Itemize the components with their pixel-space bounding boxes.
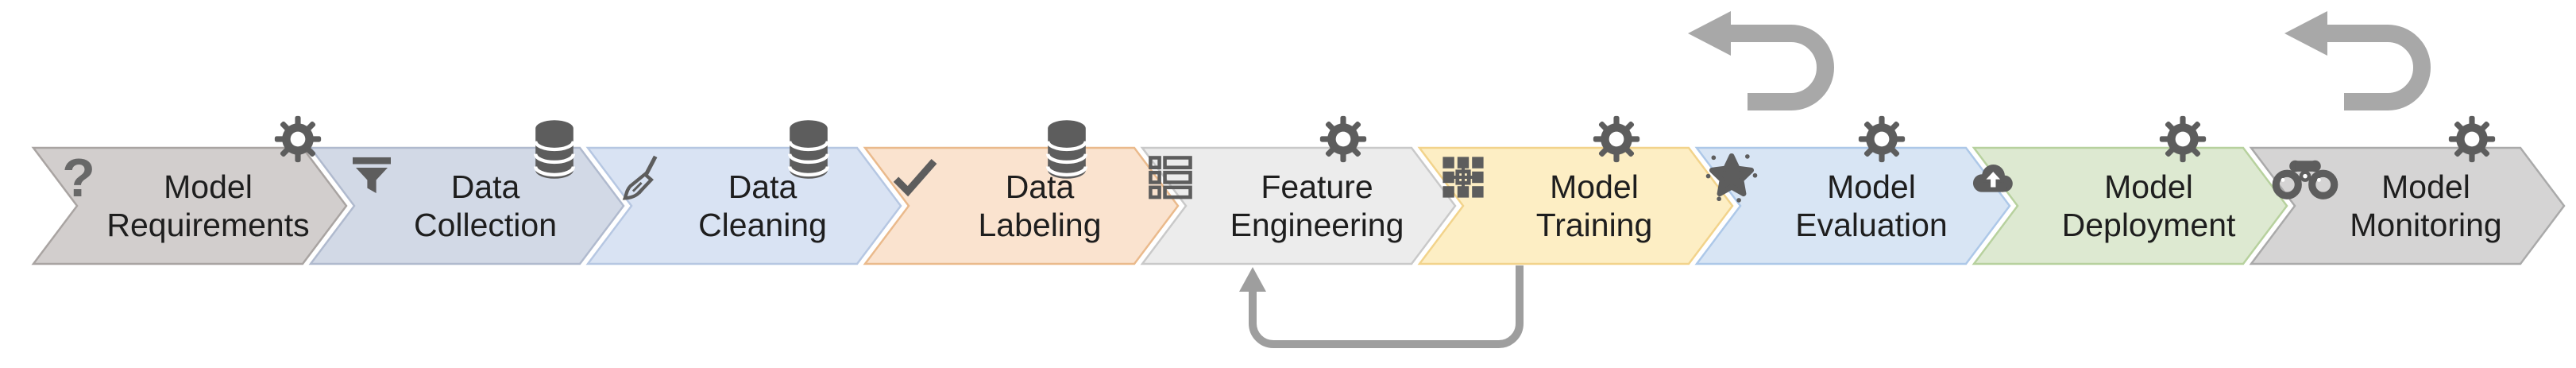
funnel-icon <box>346 152 397 203</box>
rework-arrow-evaluation <box>1688 11 1834 110</box>
broom-icon <box>621 152 672 203</box>
chevron-data-cleaning <box>585 146 902 265</box>
chevron-model-deployment <box>1972 146 2288 265</box>
database-icon <box>1042 119 1091 180</box>
gear-icon <box>1856 113 1908 165</box>
star-sparkle-icon <box>1705 150 1759 204</box>
gear-icon <box>1590 113 1643 165</box>
database-icon <box>784 119 833 180</box>
checkmark-icon <box>890 152 940 203</box>
gear-icon <box>2446 113 2498 165</box>
binoculars-icon <box>2269 156 2342 202</box>
rework-arrow-monitoring <box>2284 11 2431 110</box>
chevron-model-training <box>1417 146 1734 265</box>
chevron-feature-engineering <box>1140 146 1457 265</box>
chevron-model-evaluation <box>1694 146 2011 265</box>
list-icon <box>1145 152 1196 203</box>
database-icon <box>530 119 579 180</box>
gear-icon <box>272 113 324 165</box>
grid-icon <box>1438 152 1489 203</box>
question-mark-icon: ? <box>62 148 95 208</box>
gear-icon <box>1317 113 1369 165</box>
cloud-upload-icon <box>1968 152 2018 203</box>
gear-icon <box>2157 113 2209 165</box>
chevron-data-labeling <box>863 146 1180 265</box>
loopback-arrow <box>1239 265 1524 348</box>
